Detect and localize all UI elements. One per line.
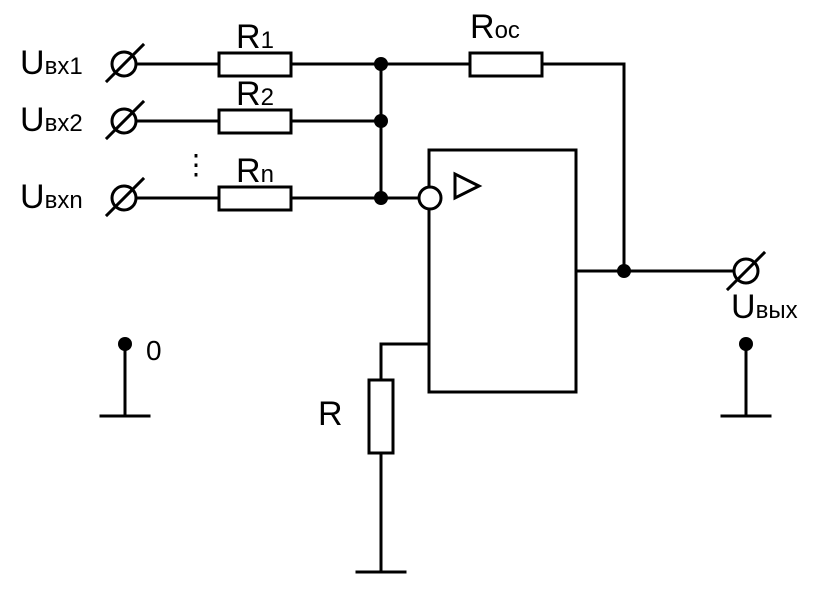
- resistor-roc-label: Rос: [470, 8, 520, 46]
- junction-dot: [374, 191, 388, 205]
- ground-zero-label: 0: [146, 335, 162, 366]
- opamp-block: [427, 148, 578, 394]
- resistor-r2: [217, 108, 293, 135]
- resistor-r1-label: R1: [236, 18, 274, 56]
- resistor-rn: [217, 185, 293, 212]
- resistor-r2-label: R2: [236, 75, 274, 113]
- feedback-wire: [540, 62, 626, 273]
- junction-dot: [617, 264, 631, 278]
- r-ground-wire: [355, 342, 431, 574]
- output-label: Uвых: [731, 288, 798, 326]
- input-terminal-1: [104, 42, 146, 84]
- input-label-2: Uвх2: [20, 101, 83, 139]
- junction-dot: [374, 114, 388, 128]
- resistor-r1: [217, 51, 293, 78]
- output-terminal: [725, 250, 767, 292]
- output-ground-symbol: [720, 337, 772, 418]
- inverting-input-circle: [417, 185, 443, 211]
- input-label-1: Uвх1: [20, 44, 83, 82]
- common-ground-symbol: [99, 337, 151, 418]
- input-wires: [133, 62, 471, 200]
- resistor-r-label: R: [318, 395, 343, 433]
- resistor-rn-label: Rn: [236, 152, 274, 190]
- junction-dot: [374, 57, 388, 71]
- input-terminal-n: [104, 176, 146, 218]
- resistor-roc: [468, 51, 544, 78]
- input-label-n: Uвхn: [20, 178, 83, 216]
- ellipsis-label: ⋮: [182, 149, 210, 180]
- resistor-r: [367, 378, 395, 455]
- input-terminal-2: [104, 99, 146, 141]
- opamp-triangle-icon: [453, 171, 483, 201]
